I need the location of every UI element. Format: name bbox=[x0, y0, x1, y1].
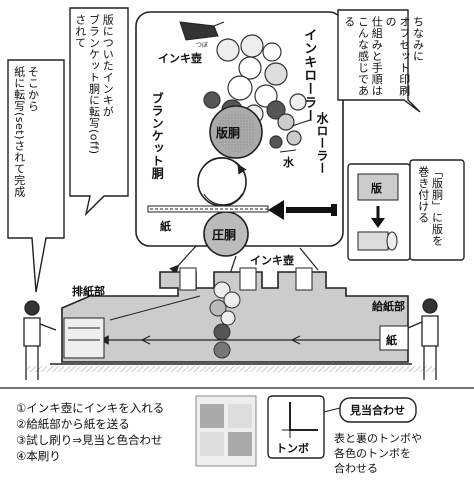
note-bubble-left-bottom bbox=[7, 59, 65, 293]
worker-left bbox=[23, 300, 57, 380]
note-right-top: ちなみに オフセット印刷の 仕組みと手順は こんな感じである bbox=[342, 16, 425, 97]
step-2: ②給紙部から紙を送る bbox=[16, 417, 130, 431]
register-title: 見当合わせ bbox=[350, 404, 405, 417]
impression-cylinder-label: 圧胴 bbox=[212, 228, 237, 242]
ink-rollers-label: インキローラー bbox=[301, 28, 317, 123]
machine-ink-fountain-label: インキ壺 bbox=[250, 254, 294, 267]
worker-right bbox=[407, 298, 439, 380]
note-bubble-left-top bbox=[69, 7, 129, 217]
feeder-paper-label: 紙 bbox=[386, 334, 397, 347]
register-note: 表と裏のトンボや 各色のトンボを 合わせる bbox=[334, 432, 422, 477]
register-note-line: 表と裏のトンボや bbox=[334, 432, 422, 445]
note-left-bottom: そこから 紙に転写(set)されて完成 bbox=[12, 66, 40, 198]
water-label: 水 bbox=[283, 156, 294, 169]
register-note-line: 合わせる bbox=[334, 461, 378, 475]
ink-fountain-label: インキ壺 bbox=[158, 52, 202, 65]
step-3: ③試し刷り⇒見当と色合わせ bbox=[16, 433, 163, 447]
paper-label: 紙 bbox=[160, 220, 171, 233]
note-left-top: 版についたインキが ブランケット胴に転写(off) されて bbox=[73, 14, 115, 155]
blanket-cylinder-label: ブランケット胴 bbox=[150, 92, 165, 180]
water-rollers-label: 水ローラー bbox=[315, 112, 329, 175]
tombo-label: トンボ bbox=[276, 442, 309, 455]
step-4: ④本刷り bbox=[16, 449, 61, 463]
ink-fountain-ruby: つぼ bbox=[196, 42, 209, 49]
feeder-label: 給紙部 bbox=[372, 300, 405, 313]
step-1: ①インキ壺にインキを入れる bbox=[16, 401, 165, 415]
plate-label: 版 bbox=[371, 182, 382, 195]
delivery-label: 排紙部 bbox=[72, 285, 105, 298]
register-note-line: 各色のトンボを bbox=[334, 446, 411, 460]
plate-cylinder-label: 版胴 bbox=[216, 126, 241, 140]
note-plate-wrap: 「版胴」に版を 巻き付ける bbox=[416, 166, 444, 247]
